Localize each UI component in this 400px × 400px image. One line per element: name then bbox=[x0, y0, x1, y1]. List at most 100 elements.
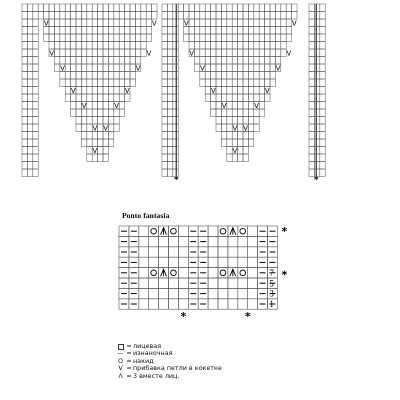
pattern-cell bbox=[207, 246, 219, 258]
increase-v-mark: V bbox=[44, 19, 49, 27]
legend-label-purl: изнаночная bbox=[133, 349, 173, 358]
pattern-cell bbox=[227, 298, 239, 310]
pattern-cell bbox=[247, 277, 258, 289]
chart-cell bbox=[258, 108, 265, 117]
chart-cell bbox=[285, 33, 292, 42]
pattern-cell bbox=[138, 267, 150, 279]
pattern-cell bbox=[207, 277, 219, 289]
pattern-cell bbox=[148, 256, 159, 268]
increase-v-mark: V bbox=[152, 19, 157, 27]
pattern-cell bbox=[217, 267, 229, 279]
purl-dash-icon: — bbox=[117, 349, 124, 358]
bottom-asterisk-1: * bbox=[180, 310, 186, 323]
pattern-cell bbox=[158, 236, 169, 248]
three-together-icon: Λ bbox=[118, 371, 123, 380]
pattern-cell bbox=[247, 256, 258, 268]
pattern-cell bbox=[237, 246, 249, 258]
right-asterisk-top: * bbox=[282, 225, 288, 238]
pattern-cell bbox=[217, 288, 229, 300]
pattern-cell bbox=[237, 256, 249, 268]
row-number-7: 7 bbox=[269, 268, 274, 278]
legend-row-increase: V = прибавка петли в кокетке bbox=[116, 364, 222, 373]
legend-label-yarn-over: накид bbox=[133, 356, 154, 365]
increase-v-mark: V bbox=[287, 49, 292, 57]
increase-v-mark: V bbox=[82, 102, 87, 110]
yarn-over-mark bbox=[170, 227, 177, 235]
legend-row-yarn-over: О = накид bbox=[117, 356, 154, 365]
chart-cell bbox=[280, 48, 287, 57]
increase-v-mark: V bbox=[71, 87, 76, 95]
chart-cell bbox=[129, 78, 136, 87]
pattern-cell bbox=[237, 236, 249, 248]
pattern-cell bbox=[138, 256, 150, 268]
pattern-cell bbox=[148, 236, 159, 248]
pattern-cell bbox=[207, 256, 219, 268]
pattern-cell bbox=[237, 277, 249, 289]
repeat-asterisk: * bbox=[314, 176, 319, 186]
pattern-cell bbox=[227, 236, 239, 248]
pattern-cell bbox=[138, 298, 150, 310]
pattern-cell bbox=[148, 225, 159, 237]
increase-v-mark: V bbox=[103, 124, 108, 132]
pattern-cell bbox=[237, 267, 249, 279]
pattern-cell bbox=[168, 267, 179, 279]
pattern-cell bbox=[138, 236, 150, 248]
pattern-cell bbox=[217, 236, 229, 248]
pattern-cell bbox=[168, 236, 179, 248]
increase-v-mark: V bbox=[276, 64, 281, 72]
pattern-cell bbox=[178, 236, 189, 248]
increase-v-mark: V bbox=[49, 49, 54, 57]
repeat-asterisk: * bbox=[174, 176, 179, 186]
pattern-cell bbox=[237, 298, 249, 310]
increase-v-mark: V bbox=[243, 124, 248, 132]
row-number-1: 1 bbox=[269, 299, 274, 309]
pattern-cell bbox=[217, 298, 229, 310]
chart-cell bbox=[124, 93, 131, 102]
pattern-cell bbox=[227, 288, 239, 300]
legend-label-knit: лицевая bbox=[133, 342, 162, 350]
pattern-cell bbox=[207, 267, 219, 279]
pattern-cell bbox=[168, 277, 179, 289]
chart-cell bbox=[113, 123, 120, 132]
chart-cell bbox=[248, 138, 255, 147]
pattern-cell bbox=[148, 288, 159, 300]
chart-cell bbox=[275, 63, 282, 72]
increase-v-mark: V bbox=[136, 64, 141, 72]
chart-cell bbox=[291, 11, 298, 20]
increase-v-mark: V bbox=[233, 147, 238, 155]
pattern-cell bbox=[158, 277, 169, 289]
pattern-cell bbox=[247, 298, 258, 310]
legend-row-purl: — = изнаночная bbox=[117, 349, 173, 358]
knit-square-icon bbox=[116, 343, 125, 350]
chart-cell bbox=[264, 93, 271, 102]
right-asterisk-mid: * bbox=[282, 269, 288, 282]
increase-v-mark: V bbox=[292, 19, 297, 27]
chart-cell bbox=[172, 168, 179, 177]
chart-cell bbox=[253, 123, 260, 132]
increase-v-mark: V bbox=[60, 64, 65, 72]
pattern-cell bbox=[178, 288, 189, 300]
pattern-cell bbox=[178, 277, 189, 289]
pattern-cell bbox=[168, 256, 179, 268]
chart-cell bbox=[319, 168, 326, 177]
increase-v-mark: V bbox=[233, 124, 238, 132]
pattern-cell bbox=[158, 246, 169, 258]
yoke-right-edge bbox=[308, 3, 326, 177]
pattern-cell bbox=[148, 246, 159, 258]
legend-label-three-together: 3 вместе лиц. bbox=[133, 371, 180, 380]
yarn-over-mark bbox=[150, 269, 157, 277]
increase-v-mark: V bbox=[200, 64, 205, 72]
pattern-cell bbox=[227, 277, 239, 289]
increase-v-mark: V bbox=[211, 87, 216, 95]
increase-v-icon: V bbox=[118, 364, 123, 373]
legend-label-increase: прибавка петли в кокетке bbox=[133, 364, 222, 373]
increase-v-mark: V bbox=[184, 19, 189, 27]
pattern-cell bbox=[138, 277, 150, 289]
chart-cell bbox=[269, 78, 276, 87]
pattern-cell bbox=[247, 267, 258, 279]
increase-v-mark: V bbox=[265, 87, 270, 95]
pattern-cell bbox=[237, 288, 249, 300]
